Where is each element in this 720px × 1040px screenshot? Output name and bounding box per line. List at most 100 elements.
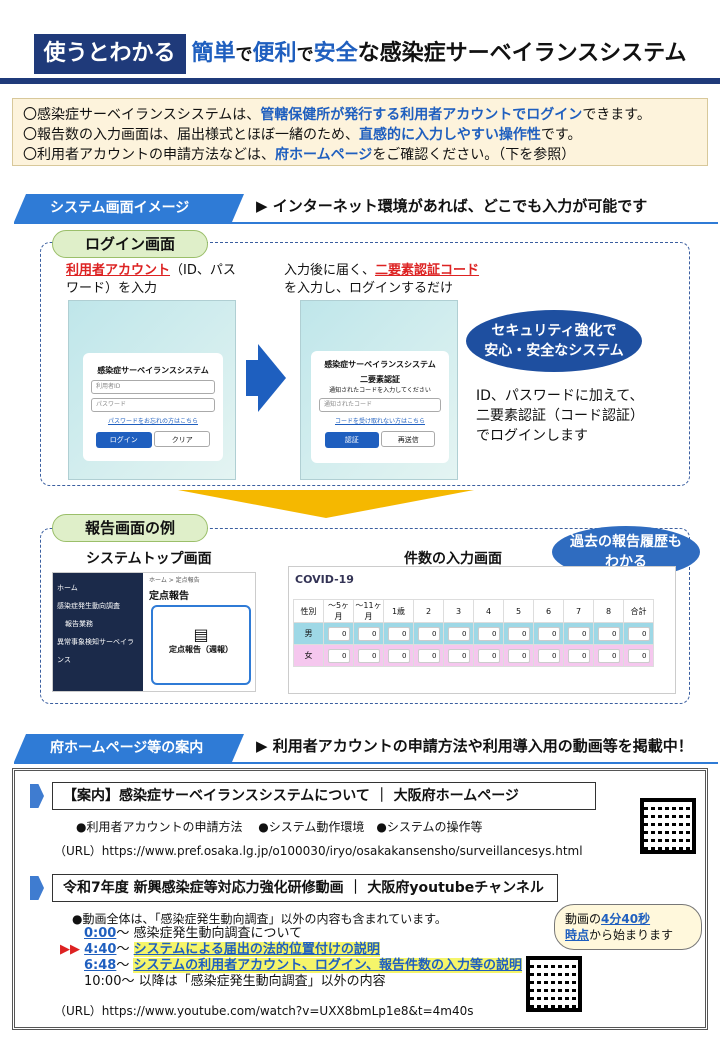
table-cell: 0 <box>563 644 594 667</box>
count-cell[interactable]: 0 <box>327 648 350 663</box>
card2-hint: 通知されたコードを入力してください <box>329 387 431 394</box>
count-cell[interactable]: 0 <box>477 648 500 663</box>
forgot-link[interactable]: パスワードをお忘れの方はこちら <box>107 418 198 425</box>
column-header: 5 <box>503 599 534 623</box>
link-osaka-page[interactable]: 【案内】感染症サーベイランスシステムについて ｜ 大阪府ホームページ <box>52 782 596 810</box>
count-cell[interactable]: 0 <box>627 626 650 641</box>
time-648[interactable]: 6:48 <box>84 958 117 973</box>
row-label: 男 <box>293 622 324 645</box>
menu-home[interactable]: ホーム <box>57 584 78 592</box>
count-cell[interactable]: 0 <box>417 626 440 641</box>
arrow-right-icon <box>258 344 286 412</box>
login-button[interactable]: ログイン <box>95 432 152 448</box>
count-cell[interactable]: 0 <box>447 626 470 641</box>
title-de2: で <box>296 45 314 65</box>
count-cell[interactable]: 0 <box>507 626 530 641</box>
count-cell[interactable]: 0 <box>387 648 410 663</box>
count-cell[interactable]: 0 <box>567 626 590 641</box>
menu-surveillance[interactable]: 感染症発生動向調査 <box>57 602 120 610</box>
auth-button[interactable]: 認証 <box>324 432 379 448</box>
count-cell[interactable]: 0 <box>537 626 560 641</box>
arrow-stem <box>246 360 260 396</box>
user-id-field[interactable]: 利用者ID <box>91 380 215 394</box>
intro-line-3: 〇利用者アカウントの申請方法などは、府ホームページをご確認ください。（下を参照） <box>23 147 576 163</box>
report-pill: 報告画面の例 <box>52 514 208 542</box>
resend-button[interactable]: 再送信 <box>381 431 436 447</box>
report-card[interactable]: ▤ 定点報告（週報） <box>151 605 251 685</box>
code-field[interactable]: 通知されたコード <box>319 398 441 412</box>
table-cell: 0 <box>503 644 534 667</box>
section-line <box>14 222 718 224</box>
document-icon: ▤ <box>193 625 209 644</box>
title-rest: な感染症サーベイランスシステム <box>357 41 687 66</box>
link-youtube[interactable]: 令和7年度 新興感染症等対応力強化研修動画 ｜ 大阪府youtubeチャンネル <box>52 874 558 902</box>
menu-anomaly[interactable]: 異常事象検知サーベイランス <box>57 638 134 664</box>
section-tab-homepage: 府ホームページ等の案内 <box>14 734 244 762</box>
top-screen-label: システムトップ画面 <box>86 551 212 567</box>
table-cell: 0 <box>353 644 384 667</box>
column-header: ～5ヶ月 <box>323 599 354 623</box>
card2-title: 感染症サーベイランスシステム <box>324 360 436 369</box>
link1-url[interactable]: （URL）https://www.pref.osaka.lg.jp/o10003… <box>54 844 583 858</box>
two-factor-note: ID、パスワードに加えて、二要素認証（コード認証）でログインします <box>476 388 644 444</box>
count-cell[interactable]: 0 <box>627 648 650 663</box>
login-screen-2: 感染症サーベイランスシステム 二要素認証 通知されたコードを入力してください 通… <box>300 300 458 480</box>
step1-text: 利用者アカウント（ID、パスワード）を入力 <box>66 263 236 296</box>
table-cell: 0 <box>443 622 474 645</box>
report-area <box>40 528 690 704</box>
link1-items: ●利用者アカウントの申請方法 ●システム動作環境 ●システムの操作等 <box>76 820 483 834</box>
time-440[interactable]: 4:40 <box>84 942 117 957</box>
count-cell[interactable]: 0 <box>597 648 620 663</box>
count-cell[interactable]: 0 <box>507 648 530 663</box>
no-code-link[interactable]: コードを受け取れない方はこちら <box>334 418 425 425</box>
video-note: ●動画全体は、「感染症発生動向調査」以外の内容も含まれています。 <box>72 912 447 926</box>
menu-report[interactable]: 報告業務 <box>65 620 93 628</box>
count-cell[interactable]: 0 <box>447 648 470 663</box>
table-cell: 0 <box>473 622 504 645</box>
time-0[interactable]: 0:00 <box>84 926 117 941</box>
count-cell[interactable]: 0 <box>477 626 500 641</box>
column-header: 4 <box>473 599 504 623</box>
table-cell: 0 <box>473 644 504 667</box>
link2-url[interactable]: （URL）https://www.youtube.com/watch?v=UXX… <box>54 1004 474 1018</box>
title-de1: で <box>235 45 253 65</box>
count-cell[interactable]: 0 <box>357 648 380 663</box>
login-area <box>40 242 690 486</box>
table-cell: 0 <box>503 622 534 645</box>
count-cell[interactable]: 0 <box>327 626 350 641</box>
disease-name: COVID-19 <box>295 573 354 586</box>
count-cell[interactable]: 0 <box>387 626 410 641</box>
table-cell: 0 <box>383 622 414 645</box>
table-cell: 0 <box>623 644 654 667</box>
page-title: 使うとわかる簡単で便利で安全な感染症サーベイランスシステム <box>0 34 720 75</box>
column-header: 2 <box>413 599 444 623</box>
input-screen-label: 件数の入力画面 <box>404 551 502 567</box>
step2-text: 入力後に届く、二要素認証コードを入力し、ログインするだけ <box>284 263 480 296</box>
time-callout: 動画の4分40秒時点から始まります <box>554 904 702 950</box>
intro-box: 〇感染症サーベイランスシステムは、管轄保健所が発行する利用者アカウントでログイン… <box>12 98 708 166</box>
row-label: 女 <box>293 644 324 667</box>
report-title: 定点報告 <box>149 591 189 602</box>
count-cell[interactable]: 0 <box>537 648 560 663</box>
column-header: 性別 <box>293 599 324 623</box>
column-header: 8 <box>593 599 624 623</box>
password-field[interactable]: パスワード <box>91 398 215 412</box>
clear-button[interactable]: クリア <box>154 431 211 447</box>
column-header: 7 <box>563 599 594 623</box>
count-cell[interactable]: 0 <box>567 648 590 663</box>
count-cell[interactable]: 0 <box>357 626 380 641</box>
table-cell: 0 <box>593 644 624 667</box>
column-header: 3 <box>443 599 474 623</box>
count-cell[interactable]: 0 <box>597 626 620 641</box>
table-cell: 0 <box>623 622 654 645</box>
count-cell[interactable]: 0 <box>417 648 440 663</box>
timeline: 0:00～ 感染症発生動向調査について ▶▶ 4:40～ システムによる届出の法… <box>60 926 523 989</box>
section-desc-homepage: ▶ 利用者アカウントの申請方法や利用導入用の動画等を掲載中！ <box>256 737 693 755</box>
links-box <box>12 768 708 1030</box>
qr-code-icon <box>640 798 696 854</box>
intro-line-2: 〇報告数の入力画面は、届出様式とほぼ一緒のため、直感的に入力しやすい操作性です。 <box>23 127 582 143</box>
card1-title: 感染症サーベイランスシステム <box>97 366 209 375</box>
card2-sub: 二要素認証 <box>360 375 400 384</box>
